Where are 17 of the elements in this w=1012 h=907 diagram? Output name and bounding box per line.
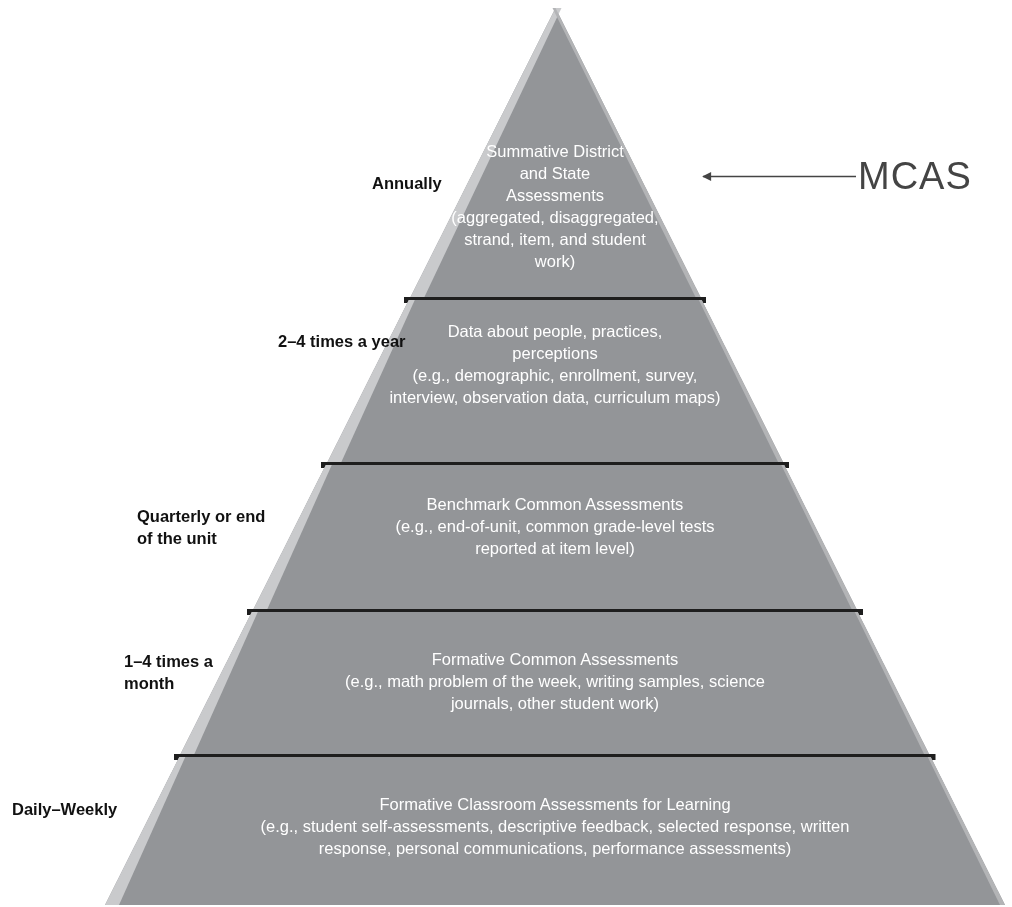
tier-description: (e.g., end-of-unit, common grade-level tests reported at item level) (394, 516, 716, 559)
tier-heading: Formative Common Assessments (430, 649, 680, 670)
tier-description: (e.g., math problem of the week, writing samples, science journals, other student work) (343, 671, 766, 714)
frequency-label: 1–4 times a month (124, 651, 214, 694)
frequency-label: Daily–Weekly (12, 799, 119, 820)
frequency-label: Annually (372, 173, 443, 194)
arrow (702, 172, 857, 181)
tier-description: (e.g., student self-assessments, descriptive feedback, selected response, written response, personal communications, performance assessments) (259, 816, 851, 859)
tier-heading: Data about people, practices, perceptions (446, 321, 664, 364)
tier-heading: Summative District and State Assessments (485, 141, 625, 206)
frequency-label: Quarterly or end of the unit (137, 506, 267, 549)
frequency-label: 2–4 times a year (278, 331, 407, 352)
tier-heading: Benchmark Common Assessments (425, 494, 685, 515)
tier-heading: Formative Classroom Assessments for Learning (378, 794, 732, 815)
tier-description: (aggregated, disaggregated, strand, item, and student work) (450, 207, 660, 272)
callout-text: MCAS (858, 155, 972, 198)
tier-description: (e.g., demographic, enrollment, survey, interview, observation data, curriculum maps) (388, 365, 722, 408)
